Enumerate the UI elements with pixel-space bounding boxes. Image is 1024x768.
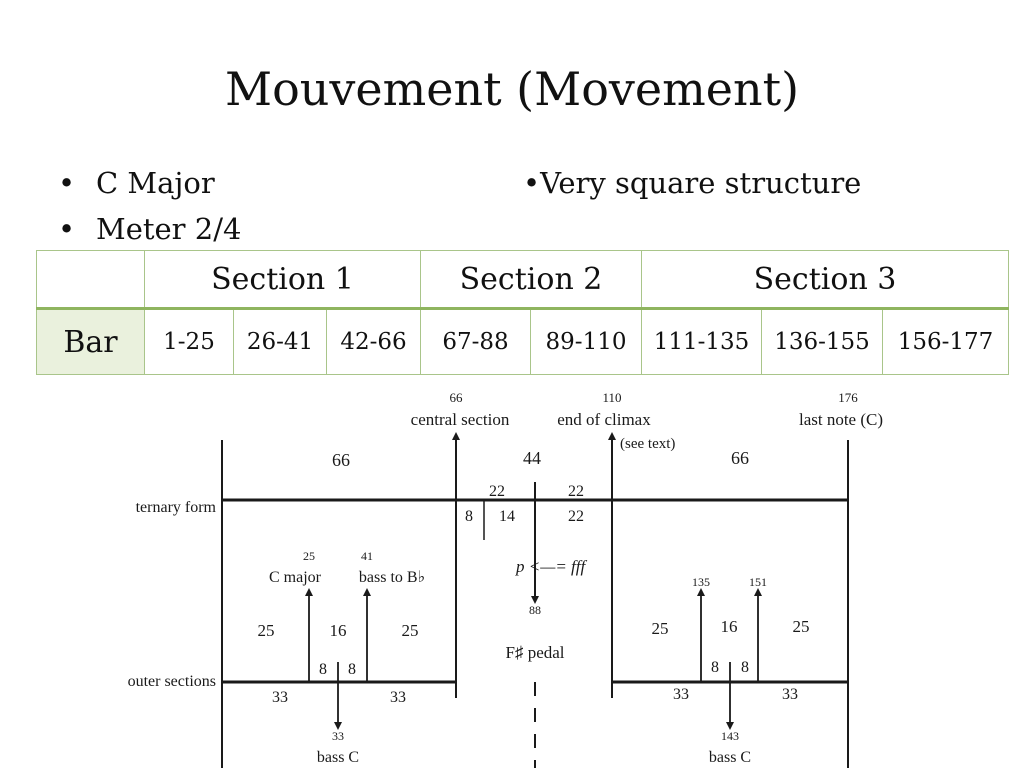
bar-cell: 89-110 bbox=[529, 308, 643, 375]
label-left-25b: 25 bbox=[402, 621, 419, 640]
header-section-3: Section 3 bbox=[641, 250, 1010, 310]
label-central-22b: 22 bbox=[568, 483, 584, 500]
bar-cell: 156-177 bbox=[882, 308, 1010, 375]
label-right-151: 151 bbox=[749, 575, 767, 589]
label-right-bass-c: bass C bbox=[709, 749, 751, 766]
label-right-33b: 33 bbox=[782, 686, 798, 703]
label-span-left-66: 66 bbox=[332, 450, 350, 470]
label-central-14: 14 bbox=[499, 508, 515, 525]
label-last-note: last note (C) bbox=[799, 410, 883, 429]
label-right-25b: 25 bbox=[793, 617, 810, 636]
label-176-top: 176 bbox=[838, 390, 858, 405]
label-central-8: 8 bbox=[465, 508, 473, 525]
label-left-25-small: 25 bbox=[303, 549, 315, 563]
bar-cell: 136-155 bbox=[761, 308, 884, 375]
label-left-bass-c: bass C bbox=[317, 749, 359, 766]
header-section-1: Section 1 bbox=[144, 250, 421, 310]
label-66-top: 66 bbox=[450, 390, 464, 405]
label-central-22c: 22 bbox=[568, 508, 584, 525]
label-end-of-climax: end of climax bbox=[557, 410, 651, 429]
label-span-right-66: 66 bbox=[731, 448, 749, 468]
label-central-88: 88 bbox=[529, 603, 541, 617]
label-left-25: 25 bbox=[258, 621, 275, 640]
label-dynamic-p-fff: p <—= fff bbox=[515, 557, 588, 576]
bar-cell: 42-66 bbox=[326, 308, 421, 375]
label-right-8a: 8 bbox=[711, 659, 719, 676]
slide-title: Mouvement (Movement) bbox=[224, 62, 800, 116]
label-left-8b: 8 bbox=[348, 661, 356, 678]
label-right-25: 25 bbox=[652, 619, 669, 638]
label-c-major: C major bbox=[269, 569, 322, 586]
label-left-8a: 8 bbox=[319, 661, 327, 678]
label-110-top: 110 bbox=[602, 390, 621, 405]
label-right-8b: 8 bbox=[741, 659, 749, 676]
label-f-sharp-pedal: F♯ pedal bbox=[505, 643, 564, 662]
bullet-structure: •Very square structure bbox=[523, 166, 862, 200]
table-header-row: Section 1 Section 2 Section 3 bbox=[36, 250, 1010, 310]
label-left-41: 41 bbox=[361, 549, 373, 563]
row-label-bar: Bar bbox=[36, 308, 145, 375]
section-table: Section 1 Section 2 Section 3 Bar 1-25 2… bbox=[36, 250, 1010, 375]
bar-cell: 1-25 bbox=[144, 308, 234, 375]
bullet-key: C Major bbox=[58, 163, 241, 209]
header-section-2: Section 2 bbox=[419, 250, 643, 310]
label-right-143: 143 bbox=[721, 729, 739, 743]
label-left-33c: 33 bbox=[332, 729, 344, 743]
label-left-33a: 33 bbox=[272, 689, 288, 706]
label-span-mid-44: 44 bbox=[523, 448, 541, 468]
label-outer-sections: outer sections bbox=[128, 673, 216, 690]
bar-cell: 67-88 bbox=[420, 308, 531, 375]
label-ternary-form: ternary form bbox=[136, 499, 217, 516]
bullet-meter: Meter 2/4 bbox=[58, 209, 241, 255]
header-empty-cell bbox=[36, 250, 145, 310]
label-left-33b: 33 bbox=[390, 689, 406, 706]
bar-cell: 26-41 bbox=[233, 308, 327, 375]
label-right-33a: 33 bbox=[673, 686, 689, 703]
bullet-list: C Major Meter 2/4 bbox=[58, 163, 241, 255]
label-right-16: 16 bbox=[721, 617, 738, 636]
label-central-22a: 22 bbox=[489, 483, 505, 500]
label-right-135: 135 bbox=[692, 575, 710, 589]
form-diagram: 66 central section 110 end of climax (se… bbox=[128, 390, 883, 768]
label-central-section: central section bbox=[411, 410, 510, 429]
label-bass-to-bb: bass to B♭ bbox=[359, 569, 425, 586]
label-left-16: 16 bbox=[330, 621, 347, 640]
label-see-text: (see text) bbox=[620, 436, 675, 452]
bar-cell: 111-135 bbox=[641, 308, 763, 375]
table-row-bars: Bar 1-25 26-41 42-66 67-88 89-110 111-13… bbox=[36, 308, 1010, 375]
